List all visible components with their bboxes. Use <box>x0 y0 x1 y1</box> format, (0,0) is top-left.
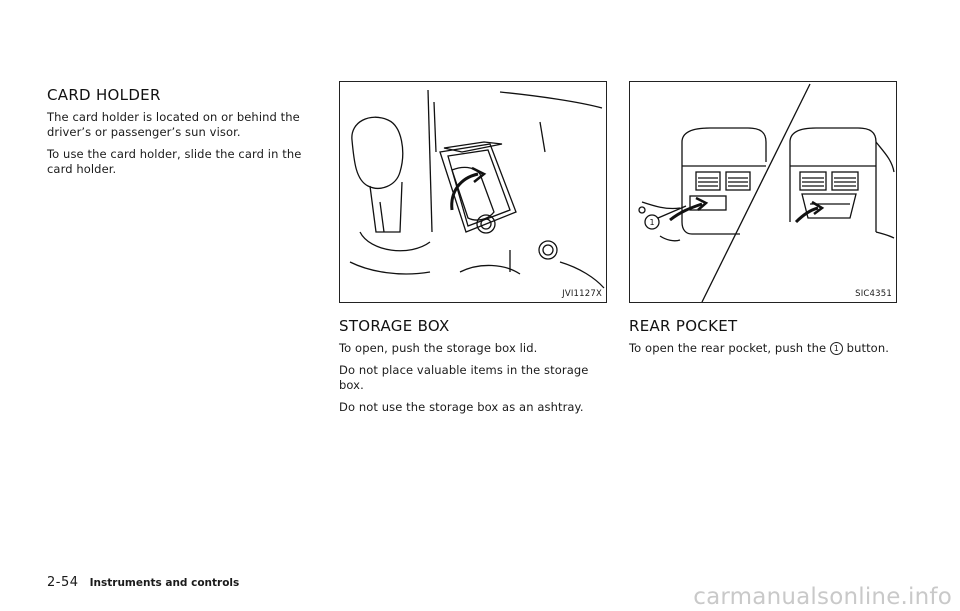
figure-code: JVI1127X <box>562 289 602 299</box>
card-holder-para-2: To use the card holder, slide the card i… <box>47 147 302 176</box>
storage-box-heading: STORAGE BOX <box>339 317 450 335</box>
rear-pocket-text-before: To open the rear pocket, push the <box>629 341 827 355</box>
watermark: carmanualsonline.info <box>693 584 952 610</box>
card-holder-para-1: The card holder is located on or behind … <box>47 110 300 139</box>
storage-box-para-3: Do not use the storage box as an ashtray… <box>339 400 584 414</box>
page-footer: 2-54 Instruments and controls <box>47 571 239 590</box>
rear-pocket-illustration: 1 SIC4351 <box>629 81 897 303</box>
storage-box-section: JVI1127X STORAGE BOX To open, push the s… <box>339 81 607 422</box>
figure-callout-label: 1 <box>649 218 654 227</box>
card-holder-section: CARD HOLDER The card holder is located o… <box>47 86 322 184</box>
rear-pocket-drawing: 1 <box>638 83 895 302</box>
rear-pocket-para: To open the rear pocket, push the 1 butt… <box>629 341 897 356</box>
rear-pocket-heading: REAR POCKET <box>629 317 738 335</box>
rear-pocket-section: 1 SIC4351 REAR POCKET To open the rear p… <box>629 81 897 363</box>
storage-box-drawing <box>349 89 605 289</box>
page-number: 2-54 <box>47 575 79 590</box>
section-title: Instruments and controls <box>89 577 240 589</box>
storage-box-para-1: To open, push the storage box lid. <box>339 341 538 355</box>
figure-code: SIC4351 <box>855 289 892 299</box>
storage-box-para-2: Do not place valuable items in the stora… <box>339 363 589 392</box>
callout-1-badge: 1 <box>829 342 843 355</box>
rear-pocket-text-after: button. <box>846 341 889 355</box>
storage-box-illustration: JVI1127X <box>339 81 607 303</box>
card-holder-heading: CARD HOLDER <box>47 86 161 104</box>
